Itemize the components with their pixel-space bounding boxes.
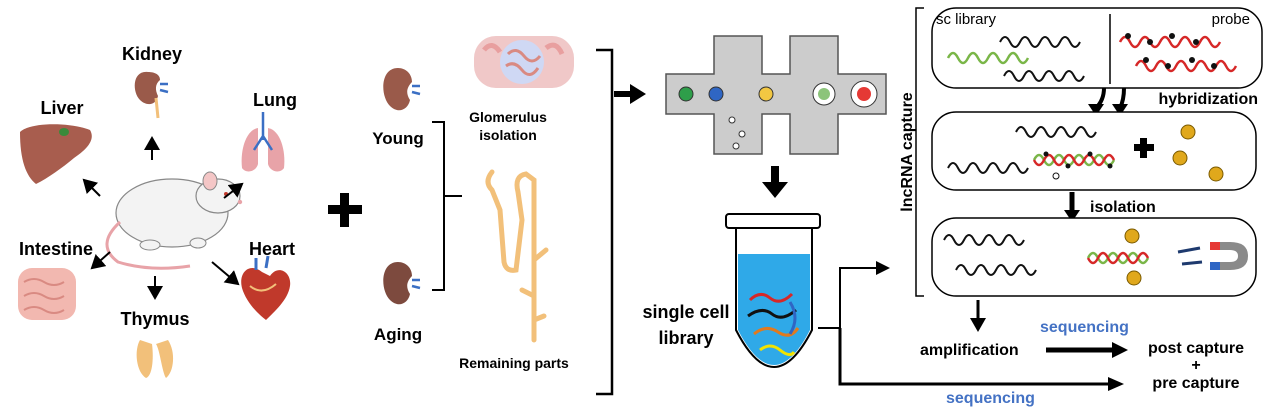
plus-icon: [328, 193, 362, 227]
plus-small-icon: [1134, 138, 1154, 158]
capture-side-label: lncRNA capture: [899, 92, 916, 212]
sc-library-label: sc library: [936, 11, 997, 28]
arrow-to-intestine: [90, 251, 111, 270]
big-bracket: [596, 48, 614, 396]
pre-capture-label: pre capture: [1152, 375, 1239, 392]
sequencing-bottom-label: sequencing: [946, 390, 1035, 407]
heart-organ-icon: [241, 255, 291, 320]
lung-label: Lung: [253, 90, 297, 110]
kidney-label: Kidney: [122, 44, 182, 64]
thymus-organ-icon: [136, 340, 174, 378]
glomerulus-label-1: Glomerulus: [469, 109, 547, 125]
arrow-to-tube: [762, 182, 788, 198]
arrow-to-lung: [223, 182, 244, 199]
hybridization-box: [931, 111, 1257, 191]
plus-text: +: [1191, 357, 1200, 374]
liver-organ-icon: [20, 124, 92, 184]
capture-bracket: [915, 7, 924, 297]
remaining-parts-label: Remaining parts: [459, 355, 569, 371]
intestine-label: Intestine: [19, 239, 93, 259]
heart-label: Heart: [249, 239, 295, 259]
young-kidney-icon: [383, 68, 421, 111]
group-bracket: [432, 121, 462, 291]
aging-kidney-icon: [383, 262, 421, 305]
line-to-pre-capture: [838, 328, 1112, 386]
bead-icon: [1124, 228, 1142, 286]
arrow-to-chip: [630, 84, 646, 104]
bead-icon: [1172, 124, 1224, 182]
aging-label: Aging: [374, 325, 422, 344]
isolation-box: [931, 217, 1257, 297]
microfluidic-chip-icon: [665, 35, 887, 155]
line-to-capture: [818, 267, 880, 329]
kidney-organ-icon: [134, 71, 169, 119]
isolation-label: isolation: [1090, 199, 1156, 216]
liver-label: Liver: [40, 98, 83, 118]
hybridization-label: hybridization: [1158, 91, 1258, 108]
probe-label: probe: [1212, 11, 1250, 28]
library-label-2: library: [658, 328, 713, 348]
post-capture-label: post capture: [1148, 340, 1244, 357]
glomerulus-label-2: isolation: [479, 127, 537, 143]
library-probe-box: [931, 7, 1263, 89]
mouse-icon: [105, 171, 243, 270]
arrow-to-liver: [82, 178, 101, 197]
glomerulus-icon: [474, 36, 574, 88]
sequencing-top-label: sequencing: [1040, 319, 1129, 336]
young-label: Young: [372, 129, 424, 148]
amplification-label: amplification: [920, 342, 1019, 359]
lung-organ-icon: [241, 112, 285, 172]
tube-icon: [725, 213, 821, 368]
intestine-organ-icon: [18, 268, 76, 320]
thymus-label: Thymus: [120, 309, 189, 329]
magnet-icon: [1177, 242, 1248, 270]
library-label-1: single cell: [642, 302, 729, 322]
arrow-to-heart: [211, 261, 240, 286]
tubule-icon: [485, 169, 549, 343]
